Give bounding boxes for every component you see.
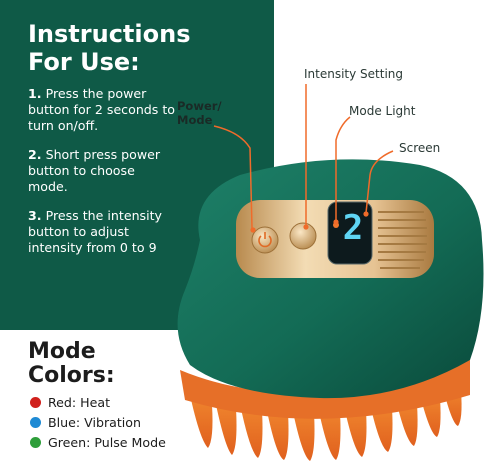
power-icon xyxy=(258,235,272,248)
blue-dot-icon xyxy=(30,416,41,428)
intensity-button[interactable] xyxy=(289,222,317,250)
device-body xyxy=(177,159,484,399)
mode-color-green: Green: Pulse Mode xyxy=(30,432,166,452)
mode-color-blue: Blue: Vibration xyxy=(30,412,166,432)
comb-teeth xyxy=(190,388,462,461)
mode-color-red: Red: Heat xyxy=(30,392,166,412)
device-screen xyxy=(327,201,373,265)
step-2: 2. Short press power button to choose mo… xyxy=(28,147,161,194)
mode-colors-title: Mode Colors: xyxy=(28,339,115,388)
callout-screen: Screen xyxy=(399,141,441,155)
callout-power-mode: Power/ Mode xyxy=(177,99,222,127)
callout-intensity-setting: Intensity Setting xyxy=(304,67,404,81)
step-3: 3. Press the intensity button to adjust … xyxy=(28,208,162,255)
device-base xyxy=(180,360,470,419)
red-dot-icon xyxy=(30,396,41,408)
instructions-steps: 1. Press the power button for 2 seconds … xyxy=(28,86,178,269)
screen-digit: 2 xyxy=(342,208,364,248)
mode-colors-list: Red: Heat Blue: Vibration Green: Pulse M… xyxy=(30,392,166,452)
green-dot-icon xyxy=(30,436,41,448)
instructions-title: Instructions For Use: xyxy=(28,20,191,76)
callout-mode-light: Mode Light xyxy=(349,104,416,118)
step-1: 1. Press the power button for 2 seconds … xyxy=(28,86,175,133)
vent-grille xyxy=(378,211,427,269)
callout-lines xyxy=(213,84,394,229)
power-button[interactable] xyxy=(251,226,279,254)
